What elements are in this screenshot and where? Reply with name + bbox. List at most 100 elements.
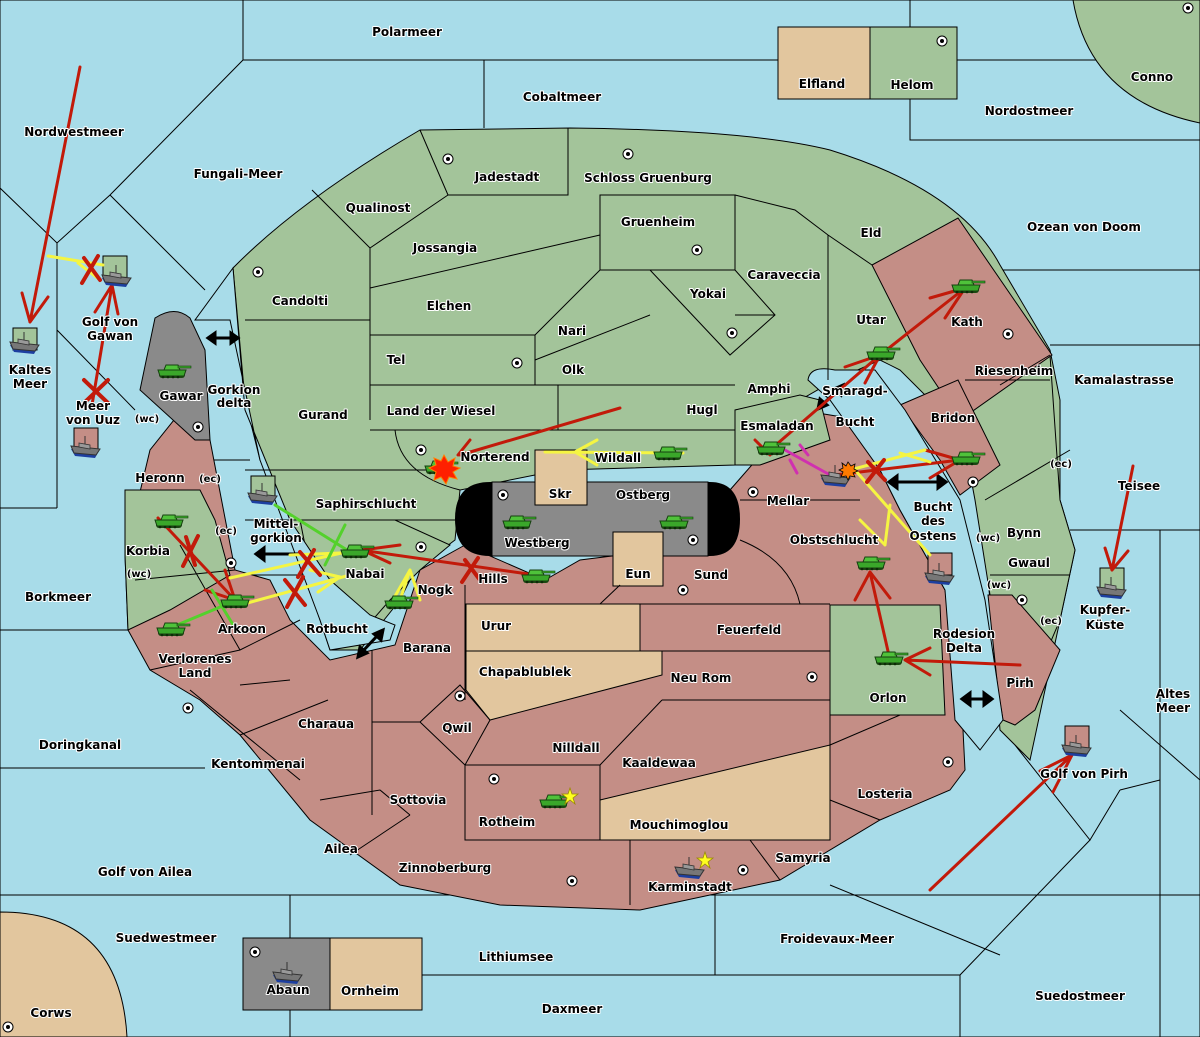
territory-label: Suedostmeer xyxy=(1035,989,1125,1003)
territory-eun[interactable] xyxy=(612,531,664,587)
supply-center-dot xyxy=(677,584,689,596)
territory-skr[interactable] xyxy=(534,449,588,506)
supply-center-dot xyxy=(687,534,699,546)
move-arrow xyxy=(90,283,120,407)
territory-label: Losteria xyxy=(857,787,912,801)
territory-label: Riesenheim xyxy=(975,364,1054,378)
move-arrow xyxy=(20,65,82,324)
territory-label: Arkoon xyxy=(218,622,266,636)
coast-marker: (wc) xyxy=(987,580,1011,591)
territory-label: Nordostmeer xyxy=(985,104,1074,118)
territory-label: Borkmeer xyxy=(25,590,91,604)
double-arrow-icon xyxy=(886,473,949,491)
supply-center-dot xyxy=(249,946,261,958)
territory-label: Saphirschlucht xyxy=(316,497,417,511)
territory-korbia[interactable] xyxy=(124,489,231,631)
territory-label: Conno xyxy=(1131,70,1173,84)
supply-center-dot xyxy=(192,421,204,433)
coast-marker: (ec) xyxy=(1050,459,1072,470)
territory-label: Golf von Ailea xyxy=(98,865,192,879)
failed-x-icon xyxy=(296,548,322,579)
explosion-icon xyxy=(838,461,859,481)
territory-label: Golf von Pirh xyxy=(1040,767,1128,781)
territory-ornheim[interactable] xyxy=(329,937,423,1011)
supply-center-dot xyxy=(566,875,578,887)
territory-label: Rotbucht xyxy=(306,622,368,636)
territory-label: Rotheim xyxy=(479,815,536,829)
failed-x-icon xyxy=(460,556,482,584)
retreat-orders xyxy=(783,443,832,477)
territory-label: Eun xyxy=(625,567,650,581)
failed-x-icon xyxy=(80,254,102,285)
territory-label: Meer xyxy=(76,399,110,413)
support-arrow xyxy=(848,448,932,472)
territory-label: Zinnoberburg xyxy=(399,861,491,875)
sea-gorkion[interactable] xyxy=(194,266,396,651)
territory-label: Gawar xyxy=(159,389,202,403)
territory-label: Karminstadt xyxy=(648,880,732,894)
territory-label: Ozean von Doom xyxy=(1027,220,1141,234)
territory-label: Gwaul xyxy=(1008,556,1050,570)
supply-center-dot xyxy=(737,864,749,876)
territory-label: Orlon xyxy=(869,691,906,705)
territory-label: Sund xyxy=(694,568,728,582)
territory-label: Hugl xyxy=(686,403,717,417)
territory-label: Delta xyxy=(946,641,982,655)
territory-label: Utar xyxy=(856,313,886,327)
territory-label: Cobaltmeer xyxy=(523,90,601,104)
star-icon xyxy=(695,850,715,870)
territory-conno[interactable] xyxy=(1072,0,1200,124)
territory-label: Verlorenes xyxy=(159,652,232,666)
territory-label: Helom xyxy=(890,78,933,92)
coast-marker: (ec) xyxy=(215,526,237,537)
territory-label: Hills xyxy=(478,572,508,586)
territory-label: Mouchimoglou xyxy=(630,818,729,832)
territory-chapablublek[interactable] xyxy=(465,650,663,721)
territory-label: Ostens xyxy=(910,529,957,543)
territory-label: Wildall xyxy=(595,451,641,465)
supply-center-dot xyxy=(511,357,523,369)
territory-label: Tel xyxy=(387,353,406,367)
territory-label: Kupfer- xyxy=(1080,603,1130,617)
supply-center-dot xyxy=(497,489,509,501)
territory-label: Jadestadt xyxy=(474,170,540,184)
territory-labels: PolarmeerCobaltmeerNordwestmeerFungali-M… xyxy=(8,24,1191,1021)
territory-label: Amphi xyxy=(747,382,790,396)
territory-label: Fungali-Meer xyxy=(194,167,283,181)
territory-label: Bucht xyxy=(835,415,874,429)
territory-label: Olk xyxy=(562,363,585,377)
coast-labels: (wc)(ec)(ec)(wc)(ec)(wc)(wc)(ec) xyxy=(126,413,1073,628)
territory-label: von Uuz xyxy=(66,413,120,427)
territory-label: Korbia xyxy=(126,544,170,558)
territory-kath[interactable] xyxy=(871,217,1053,421)
coast-marker: (wc) xyxy=(976,533,1000,544)
territory-label: Mittel- xyxy=(254,517,299,531)
supply-center-dot xyxy=(726,327,738,339)
territory-corws[interactable] xyxy=(0,911,128,1037)
supply-center-dot xyxy=(252,266,264,278)
territory-label: Nogk xyxy=(418,583,454,597)
territory-label: Gurand xyxy=(298,408,348,422)
territory-label: Neu Rom xyxy=(671,671,732,685)
territory-label: Qualinost xyxy=(346,201,411,215)
supply-center-dot xyxy=(936,35,948,47)
territory-elfland[interactable] xyxy=(777,26,871,100)
territory-label: Suedwestmeer xyxy=(116,931,217,945)
territory-label: Mellar xyxy=(767,494,809,508)
supply-center-dot xyxy=(942,756,954,768)
territory-label: Rodesion xyxy=(933,627,995,641)
territory-label: Altes xyxy=(1156,687,1190,701)
supply-center-dot xyxy=(442,153,454,165)
supply-center-dot xyxy=(415,444,427,456)
failed-x-icon xyxy=(82,378,110,405)
territory-label: Feuerfeld xyxy=(717,623,782,637)
move-arrow xyxy=(928,753,1074,892)
territory-label: Urur xyxy=(481,619,511,633)
territory-label: Eld xyxy=(861,226,882,240)
build-markers xyxy=(560,786,715,870)
territory-label: Bynn xyxy=(1007,526,1041,540)
territory-label: des xyxy=(921,514,945,528)
supply-center-dot xyxy=(806,671,818,683)
failed-x-icon xyxy=(865,458,887,484)
